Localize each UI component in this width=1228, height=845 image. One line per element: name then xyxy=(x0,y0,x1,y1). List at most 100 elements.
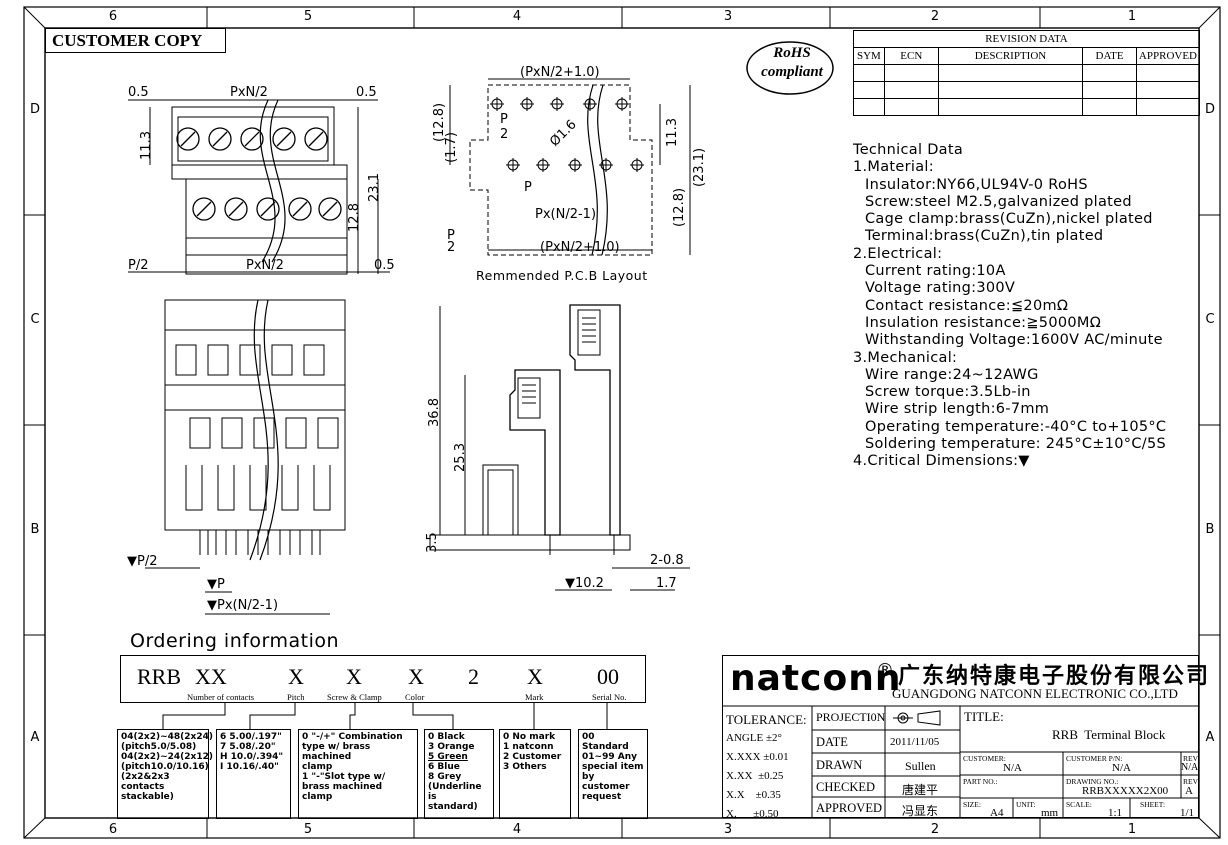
box2-line: H 10.0/.394" xyxy=(220,752,284,762)
technical-line: 1.Material: xyxy=(853,159,934,176)
company-en-name: GUANGDONG NATCONN ELECTRONIC CO.,LTD xyxy=(892,686,1178,701)
side-dim-1-7: 1.7 xyxy=(656,576,677,591)
zone-top-2: 2 xyxy=(930,9,940,24)
code-rrb: RRB xyxy=(137,664,182,689)
box6-line: special item xyxy=(582,762,644,772)
tolerance-xx: X.XX ±0.25 xyxy=(726,770,784,782)
dim-0-5-bottom: 0.5 xyxy=(374,258,395,273)
date-label: DATE xyxy=(816,735,848,749)
tolerance-xxx: X.XXX ±0.01 xyxy=(726,751,789,763)
zone-left-D: D xyxy=(29,102,40,117)
box6-line: 01~99 Any xyxy=(582,752,637,762)
pcb-dim-p2: P xyxy=(524,180,532,195)
dim-pxn2-bottom: PxN/2 xyxy=(246,258,284,273)
ordering-box-contacts: 04(2x2)~48(2x24)(pitch5.0/5.08)04(2x2)~2… xyxy=(117,729,213,819)
technical-line: Wire range:24~12AWG xyxy=(865,366,1039,383)
rev-col-description: DESCRIPTION xyxy=(937,47,1084,65)
size-value: A4 xyxy=(990,807,1004,819)
scale-label: SCALE: xyxy=(1066,800,1092,809)
code-color: X xyxy=(408,664,424,689)
sheet-value: 1/1 xyxy=(1180,807,1195,819)
drawing-no-label: DRAWING NO.: xyxy=(1066,777,1119,786)
box1-line: 04(2x2)~24(2x12) xyxy=(121,752,213,762)
box5-line: 1 natconn xyxy=(503,742,554,752)
technical-line: Cage clamp:brass(CuZn),nickel plated xyxy=(865,211,1153,228)
drawn-value: Sullen xyxy=(905,759,936,773)
zone-right-A: A xyxy=(1205,730,1215,745)
technical-line: Withstanding Voltage:1600V AC/minute xyxy=(865,332,1163,349)
rohs-stamp xyxy=(746,41,834,95)
front-dim-pxn: ▼Px(N/2-1) xyxy=(207,598,279,613)
sub-serial: Serial No. xyxy=(592,692,627,702)
box3-line: clamp xyxy=(302,762,333,772)
tolerance-label: TOLERANCE: xyxy=(726,712,807,727)
projection-label: PROJECTI0N xyxy=(816,710,886,724)
drawing-no-value: RRBXXXXX2X00 xyxy=(1082,785,1169,797)
box1-line: stackable) xyxy=(121,792,174,802)
technical-data: Technical Data 1.Material:Insulator:NY66… xyxy=(853,142,1166,471)
zone-left-B: B xyxy=(30,522,40,537)
approved-value: 冯显东 xyxy=(902,804,939,818)
sub-color: Color xyxy=(405,692,425,702)
technical-line: Screw:steel M2.5,galvanized plated xyxy=(865,193,1132,210)
scale-value: 1:1 xyxy=(1108,807,1123,819)
technical-line: Terminal:brass(CuZn),tin plated xyxy=(865,228,1104,245)
rev-label-1: REV: xyxy=(1183,754,1200,763)
ordering-box-pitch: 6 5.00/.197"7 5.08/.20"H 10.0/.394"I 10.… xyxy=(216,729,291,819)
sheet-label: SHEET: xyxy=(1140,800,1166,809)
drawn-label: DRAWN xyxy=(816,758,863,772)
box3-line: brass machined clamp xyxy=(302,782,383,802)
box4-line: 6 Blue xyxy=(428,762,460,772)
zone-right-B: B xyxy=(1205,522,1215,537)
technical-line: Operating temperature:-40°C to+105°C xyxy=(865,418,1167,435)
ordering-code-box xyxy=(120,655,646,703)
unit-label: UNIT: xyxy=(1016,800,1036,809)
zone-top-5: 5 xyxy=(303,9,313,24)
rev-col-date: DATE xyxy=(1082,47,1137,65)
customer-value: N/A xyxy=(1003,762,1022,774)
pcb-dim-bottom: (PxN/2+1.0) xyxy=(540,240,620,255)
pcb-caption: Remmended P.C.B Layout xyxy=(476,268,648,283)
code-2: 2 xyxy=(468,664,479,689)
customer-label: CUSTOMER: xyxy=(963,754,1006,763)
code-serial: 00 xyxy=(597,664,619,689)
box1-line: (pitch5.0/5.08) xyxy=(121,742,197,752)
zone-bottom-1: 1 xyxy=(1127,822,1137,837)
unit-value: mm xyxy=(1041,807,1059,819)
technical-line: Screw torque:3.5Lb-in xyxy=(865,384,1031,401)
rev-col-sym: SYM xyxy=(853,47,885,65)
size-label: SIZE: xyxy=(963,800,981,809)
part-no-label: PART NO.: xyxy=(963,777,998,786)
rev-label-2: REV: xyxy=(1183,777,1200,786)
pcb-dim-p: P xyxy=(500,112,508,127)
tolerance-angle: ANGLE ±2° xyxy=(726,732,782,744)
technical-line: Soldering temperature: 245°C±10°C/5S xyxy=(865,436,1166,453)
side-dim-pin: 2-0.8 xyxy=(650,553,684,568)
zone-left-C: C xyxy=(30,312,40,327)
approved-label: APPROVED xyxy=(816,801,882,815)
zone-top-6: 6 xyxy=(108,9,118,24)
box1-line: 04(2x2)~48(2x24) xyxy=(121,732,213,742)
pcb-dim-2b: 2 xyxy=(447,240,456,255)
registered-mark: ® xyxy=(876,660,894,681)
technical-line: Current rating:10A xyxy=(865,263,1006,280)
compliant-text: compliant xyxy=(761,64,823,80)
pcb-dim-2: 2 xyxy=(500,127,509,142)
zone-bottom-2: 2 xyxy=(930,822,940,837)
dim-0-5-right: 0.5 xyxy=(356,85,377,100)
box3-line: 0 "-/+" Combination xyxy=(302,732,403,742)
front-dim-p2: ▼P/2 xyxy=(127,554,158,569)
sub-screw: Screw & Clamp xyxy=(327,692,382,702)
technical-line: Voltage rating:300V xyxy=(865,280,1016,297)
technical-title: Technical Data xyxy=(853,142,964,158)
revision-table: REVISION DATA SYM ECN DESCRIPTION DATE A… xyxy=(853,30,1201,116)
box2-line: I 10.16/.40" xyxy=(220,762,279,772)
zone-bottom-3: 3 xyxy=(723,822,733,837)
box4-line: 8 Grey xyxy=(428,772,462,782)
date-value: 2011/11/05 xyxy=(890,736,940,748)
box4-line: 5 Green xyxy=(428,752,468,762)
